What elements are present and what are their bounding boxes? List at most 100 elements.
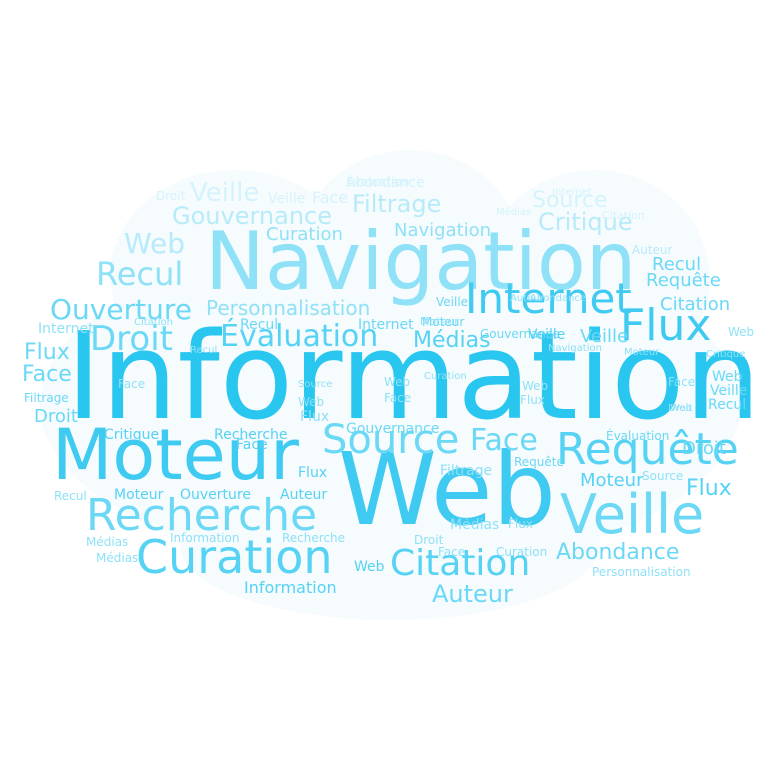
- cloud-word: Personnalisation: [592, 565, 691, 579]
- cloud-word: Veille: [190, 178, 260, 208]
- cloud-word: Médias: [413, 328, 491, 353]
- cloud-word: Recul: [96, 255, 184, 293]
- cloud-word: Citation: [134, 317, 173, 328]
- cloud-word: Recul: [240, 317, 279, 333]
- cloud-word: Web: [522, 379, 549, 393]
- cloud-word: Moteur: [422, 315, 465, 329]
- cloud-word: Face: [384, 391, 412, 405]
- cloud-word: Critique: [104, 427, 160, 443]
- cloud-word: Requête: [556, 424, 739, 475]
- cloud-word: Citation: [390, 543, 531, 584]
- cloud-word: Moteur: [52, 414, 299, 496]
- cloud-word: Veille: [560, 483, 705, 546]
- cloud-word: Droit: [34, 406, 78, 427]
- cloud-word: Face: [118, 377, 146, 391]
- cloud-word: Auteur: [432, 580, 513, 608]
- cloud-word: Curation: [266, 224, 343, 245]
- cloud-word: Requête: [646, 270, 721, 291]
- cloud-word: Information: [170, 531, 240, 545]
- cloud-word: Moteur: [420, 315, 459, 328]
- cloud-word: Information: [244, 578, 337, 597]
- cloud-word: Internet: [38, 321, 94, 337]
- cloud-word: Médias: [496, 207, 532, 218]
- cloud-word: Face: [22, 362, 72, 387]
- cloud-word: Internet: [465, 274, 632, 323]
- cloud-word: Critique: [538, 208, 633, 236]
- cloud-word: Internet: [358, 317, 414, 333]
- cloud-word: Flux: [686, 476, 732, 501]
- cloud-word: Source: [298, 379, 333, 390]
- cloud-word: Veille: [436, 295, 469, 309]
- cloud-word: Flux: [298, 465, 328, 481]
- cloud-word: Gouvernance: [346, 421, 440, 437]
- cloud-word: Recul: [54, 489, 87, 503]
- cloud-word: Recherche: [214, 427, 288, 443]
- cloud-word: Flux: [520, 393, 545, 407]
- cloud-word: Évaluation: [606, 429, 670, 443]
- cloud-word: Filtrage: [440, 463, 493, 479]
- cloud-word: Abondance: [346, 175, 425, 191]
- cloud-word: Droit: [682, 438, 726, 459]
- cloud-word: Auteur: [632, 243, 673, 257]
- cloud-word: Gouvernance: [480, 327, 560, 341]
- cloud-word: Évaluation: [346, 175, 410, 189]
- cloud-word: Droit: [668, 403, 693, 414]
- cloud-word: Face: [470, 423, 538, 458]
- cloud-word: Recul: [652, 254, 702, 275]
- cloud-word: Médias: [86, 535, 129, 549]
- cloud-word: Navigation: [548, 343, 602, 354]
- cloud-word: Recul: [190, 345, 218, 356]
- cloud-word: Navigation: [205, 215, 637, 308]
- cloud-word: Citation: [602, 209, 645, 222]
- cloud-shape: [180, 470, 600, 620]
- cloud-word: Web: [354, 559, 385, 575]
- cloud-word: Ouverture: [180, 487, 251, 503]
- cloud-word: Web: [124, 227, 186, 260]
- cloud-word: Médias: [96, 551, 139, 565]
- cloud-word: Web: [384, 375, 411, 389]
- cloud-word: Source: [642, 469, 684, 483]
- cloud-word: Veille: [710, 383, 748, 399]
- cloud-word: Moteur: [580, 470, 644, 491]
- cloud-word: Web: [712, 369, 743, 385]
- cloud-word: Moteur: [624, 347, 660, 358]
- cloud-word: Flux: [508, 517, 533, 531]
- cloud-word: Web: [298, 395, 325, 409]
- cloud-word: Évaluation: [220, 319, 379, 354]
- cloud-word: Source: [532, 188, 608, 213]
- cloud-word: Abondance: [530, 293, 587, 304]
- cloud-word: Face: [438, 545, 466, 559]
- cloud-word: Moteur: [114, 487, 164, 503]
- cloud-word: Source: [322, 417, 460, 463]
- cloud-word: Flux: [24, 340, 70, 365]
- cloud-word: Ouverture: [50, 293, 192, 326]
- cloud-word: Auteur: [280, 487, 328, 503]
- cloud-word: Internet: [552, 187, 592, 198]
- cloud-word: Recul: [708, 397, 747, 413]
- cloud-word: Personnalisation: [206, 296, 371, 320]
- cloud-word: Recherche: [86, 490, 318, 541]
- cloud-word: Web: [670, 403, 692, 414]
- cloud-word: Face: [668, 375, 696, 389]
- cloud-word: Curation: [496, 545, 548, 559]
- cloud-word: Critique: [706, 349, 746, 360]
- cloud-word: Flux: [300, 409, 330, 425]
- cloud-word: Requête: [514, 455, 564, 469]
- cloud-word: Navigation: [394, 220, 492, 241]
- cloud-word: Recherche: [282, 531, 346, 545]
- cloud-word: Droit: [414, 533, 444, 547]
- cloud-word: Auteur: [510, 293, 544, 304]
- cloud-word: Flux: [620, 300, 712, 351]
- cloud-word: Curation: [424, 371, 467, 382]
- cloud-word: Citation: [660, 294, 731, 315]
- cloud-word: Curation: [136, 530, 333, 584]
- cloud-shape: [480, 170, 710, 390]
- cloud-word: Face: [312, 188, 349, 207]
- cloud-word: Abondance: [556, 540, 680, 565]
- cloud-word: Médias: [450, 517, 500, 533]
- cloud-word: Droit: [90, 319, 173, 359]
- cloud-word: Gouvernance: [172, 202, 332, 230]
- cloud-word: Filtrage: [352, 190, 442, 218]
- cloud-word: Veille: [528, 327, 566, 343]
